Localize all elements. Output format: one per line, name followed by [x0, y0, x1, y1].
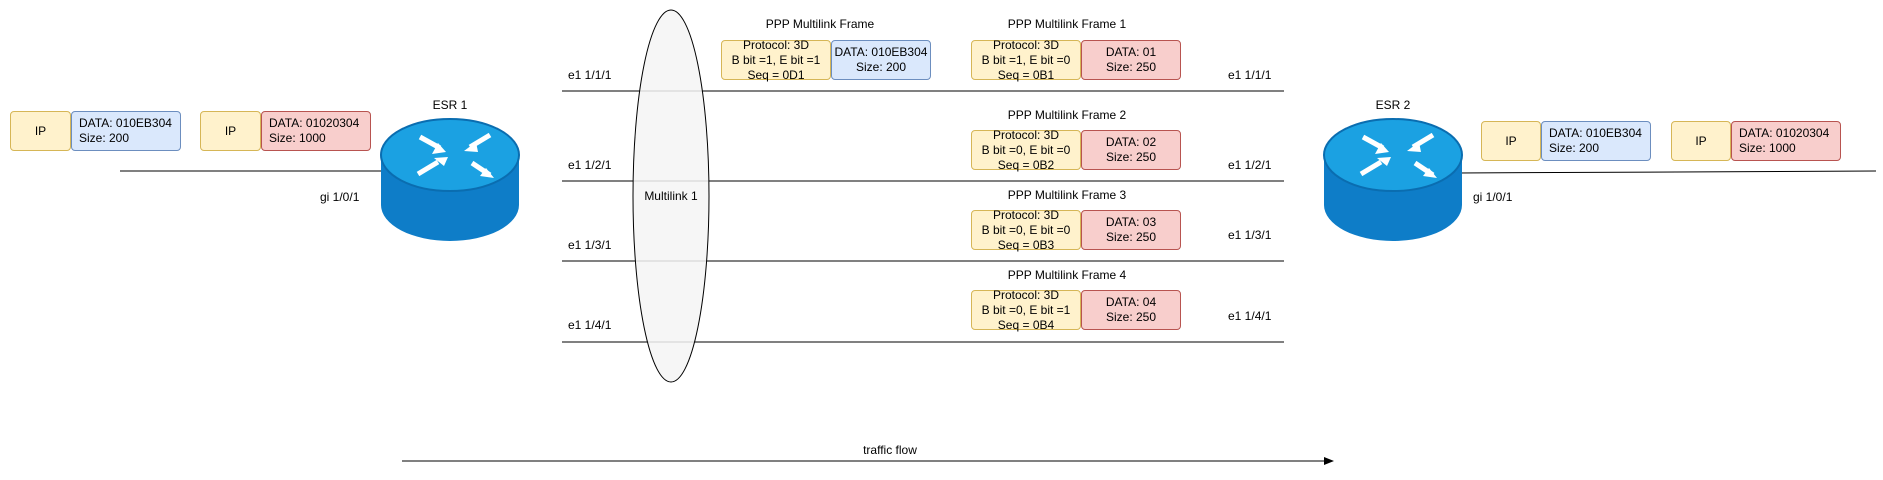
- frame-2-protocol: Protocol: 3D: [992, 127, 1060, 142]
- frame-2-data: DATA: 02 Size: 250: [1081, 130, 1181, 170]
- right-packet-1-ip-header: IP: [1481, 121, 1541, 161]
- frame-4-bits: B bit =0, E bit =1: [981, 302, 1071, 317]
- original-frame-protocol: Protocol: 3D: [742, 37, 810, 52]
- link-4-right-label: e1 1/4/1: [1228, 309, 1272, 323]
- right-packet-2-data-size: Size: 1000: [1739, 141, 1796, 155]
- router-esr2-icon: [1323, 118, 1463, 241]
- frame-4-protocol: Protocol: 3D: [992, 287, 1060, 302]
- frame-4-data-value: DATA: 04: [1105, 295, 1157, 309]
- original-frame-data-value: DATA: 010EB304: [834, 45, 928, 59]
- link-3-left-label: e1 1/3/1: [568, 238, 612, 252]
- right-packet-2-data: DATA: 01020304 Size: 1000: [1731, 121, 1841, 161]
- frame-1-title: PPP Multilink Frame 1: [1007, 17, 1127, 31]
- link-2-right-label: e1 1/2/1: [1228, 158, 1272, 172]
- right-packet-2-data-value: DATA: 01020304: [1739, 126, 1830, 140]
- router-esr1-icon: [380, 118, 520, 241]
- left-packet-2-ip-text: IP: [224, 123, 237, 138]
- multilink-label: Multilink 1: [644, 189, 698, 203]
- router-esr2-label: ESR 2: [1375, 98, 1411, 112]
- right-packet-2-ip-text: IP: [1695, 133, 1707, 148]
- frame-3-title: PPP Multilink Frame 3: [1007, 188, 1127, 202]
- original-frame-bits: B bit =1, E bit =1: [731, 52, 821, 67]
- right-packet-1-data: DATA: 010EB304 Size: 200: [1541, 121, 1651, 161]
- router-esr1-port-label: gi 1/0/1: [320, 190, 360, 204]
- esr2-uplink-line: [1457, 170, 1877, 174]
- frame-4-data: DATA: 04 Size: 250: [1081, 290, 1181, 330]
- frame-1-data-size: Size: 250: [1105, 60, 1157, 74]
- frame-3-header: Protocol: 3D B bit =0, E bit =0 Seq = 0B…: [971, 207, 1081, 252]
- original-frame-seq: Seq = 0D1: [747, 67, 805, 82]
- frame-4-seq: Seq = 0B4: [997, 317, 1055, 332]
- frame-2-seq: Seq = 0B2: [997, 157, 1055, 172]
- left-packet-1-data-size: Size: 200: [79, 131, 130, 145]
- original-frame-title: PPP Multilink Frame: [765, 17, 875, 31]
- right-packet-1-ip-text: IP: [1505, 133, 1517, 148]
- frame-4-title: PPP Multilink Frame 4: [1007, 268, 1127, 282]
- right-packet-1-data-size: Size: 200: [1549, 141, 1600, 155]
- link-1-left-label: e1 1/1/1: [568, 68, 612, 82]
- link-1-right-label: e1 1/1/1: [1228, 68, 1272, 82]
- link-3-right-label: e1 1/3/1: [1228, 228, 1272, 242]
- left-packet-2-data-value: DATA: 01020304: [269, 116, 360, 130]
- router-esr2-port-label: gi 1/0/1: [1473, 190, 1513, 204]
- left-packet-1-data-value: DATA: 010EB304: [79, 116, 172, 130]
- frame-3-seq: Seq = 0B3: [997, 237, 1055, 252]
- frame-2-title: PPP Multilink Frame 2: [1007, 108, 1127, 122]
- frame-2-header: Protocol: 3D B bit =0, E bit =0 Seq = 0B…: [971, 127, 1081, 172]
- frame-3-protocol: Protocol: 3D: [992, 207, 1060, 222]
- frame-1-seq: Seq = 0B1: [997, 67, 1055, 82]
- frame-1-header: Protocol: 3D B bit =1, E bit =0 Seq = 0B…: [971, 37, 1081, 82]
- frame-4-data-size: Size: 250: [1105, 310, 1157, 324]
- frame-1-bits: B bit =1, E bit =0: [981, 52, 1071, 67]
- left-packet-1-ip-header: IP: [10, 111, 71, 151]
- frame-3-data-size: Size: 250: [1105, 230, 1157, 244]
- frame-1-protocol: Protocol: 3D: [992, 37, 1060, 52]
- frame-3-bits: B bit =0, E bit =0: [981, 222, 1071, 237]
- link-2-left-label: e1 1/2/1: [568, 158, 612, 172]
- frame-4-header: Protocol: 3D B bit =0, E bit =1 Seq = 0B…: [971, 287, 1081, 332]
- original-frame-data-size: Size: 200: [855, 60, 907, 74]
- frame-3-data-value: DATA: 03: [1105, 215, 1157, 229]
- right-packet-1-data-value: DATA: 010EB304: [1549, 126, 1642, 140]
- traffic-flow-label: traffic flow: [863, 443, 917, 457]
- multilink-ellipse: [632, 9, 710, 383]
- left-packet-1-data: DATA: 010EB304 Size: 200: [71, 111, 181, 151]
- frame-3-data: DATA: 03 Size: 250: [1081, 210, 1181, 250]
- frame-1-data-value: DATA: 01: [1105, 45, 1157, 59]
- link-4-left-label: e1 1/4/1: [568, 318, 612, 332]
- router-esr1-label: ESR 1: [432, 98, 468, 112]
- original-frame-header: Protocol: 3D B bit =1, E bit =1 Seq = 0D…: [721, 37, 831, 82]
- right-packet-2-ip-header: IP: [1671, 121, 1731, 161]
- original-frame-data: DATA: 010EB304 Size: 200: [831, 40, 931, 80]
- left-packet-2-ip-header: IP: [200, 111, 261, 151]
- frame-2-bits: B bit =0, E bit =0: [981, 142, 1071, 157]
- left-packet-2-data: DATA: 01020304 Size: 1000: [261, 111, 371, 151]
- left-packet-2-data-size: Size: 1000: [269, 131, 326, 145]
- frame-1-data: DATA: 01 Size: 250: [1081, 40, 1181, 80]
- frame-2-data-size: Size: 250: [1105, 150, 1157, 164]
- frame-2-data-value: DATA: 02: [1105, 135, 1157, 149]
- left-packet-1-ip-text: IP: [34, 123, 47, 138]
